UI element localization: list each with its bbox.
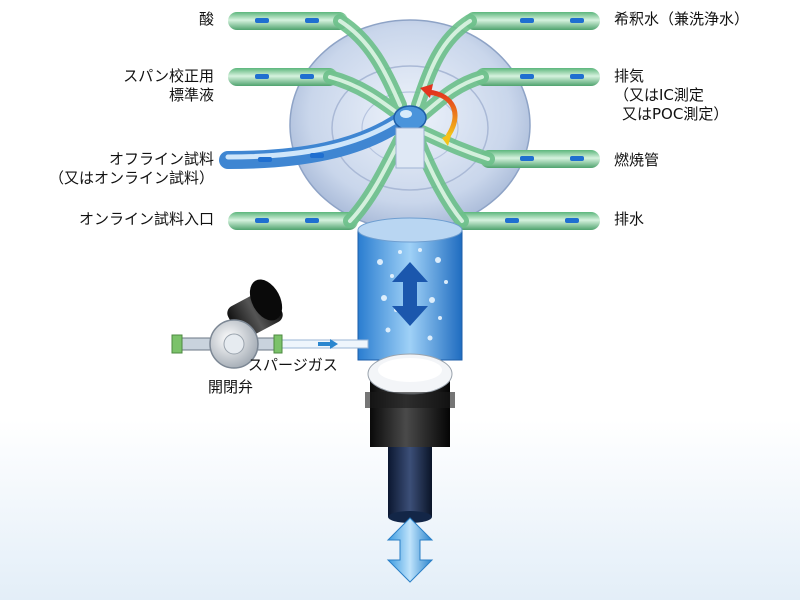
label-acid: 酸 <box>198 10 214 28</box>
label-drain: 排水 <box>614 210 645 228</box>
label-valve: 開閉弁 <box>208 378 254 396</box>
label-dilution-water: 希釈水（兼洗浄水） <box>614 10 750 28</box>
rotation-arrow <box>427 89 458 138</box>
label-online-inlet: オンライン試料入口 <box>78 210 214 228</box>
syringe-flow-arrow <box>392 262 428 326</box>
rotary-disc-inner <box>331 65 489 191</box>
label-sparge-gas: スパージガス <box>248 356 338 374</box>
label-combustion-tube: 燃焼管 <box>614 151 660 169</box>
label-span-standard: スパン校正用 標準液 <box>123 67 214 104</box>
plunger-motion-arrow <box>386 517 434 583</box>
flow-markers <box>255 18 584 223</box>
label-offline-sample: オフライン試料 （又はオンライン試料） <box>48 150 214 187</box>
offline-sample-pipe <box>219 109 414 169</box>
right-pipes <box>455 12 600 230</box>
left-pipes <box>228 12 358 230</box>
valve-assembly <box>171 279 283 369</box>
plunger-rod <box>388 447 432 517</box>
label-exhaust: 排気 （又はIC測定 又はPOC測定） <box>614 67 729 123</box>
central-port <box>393 105 427 131</box>
